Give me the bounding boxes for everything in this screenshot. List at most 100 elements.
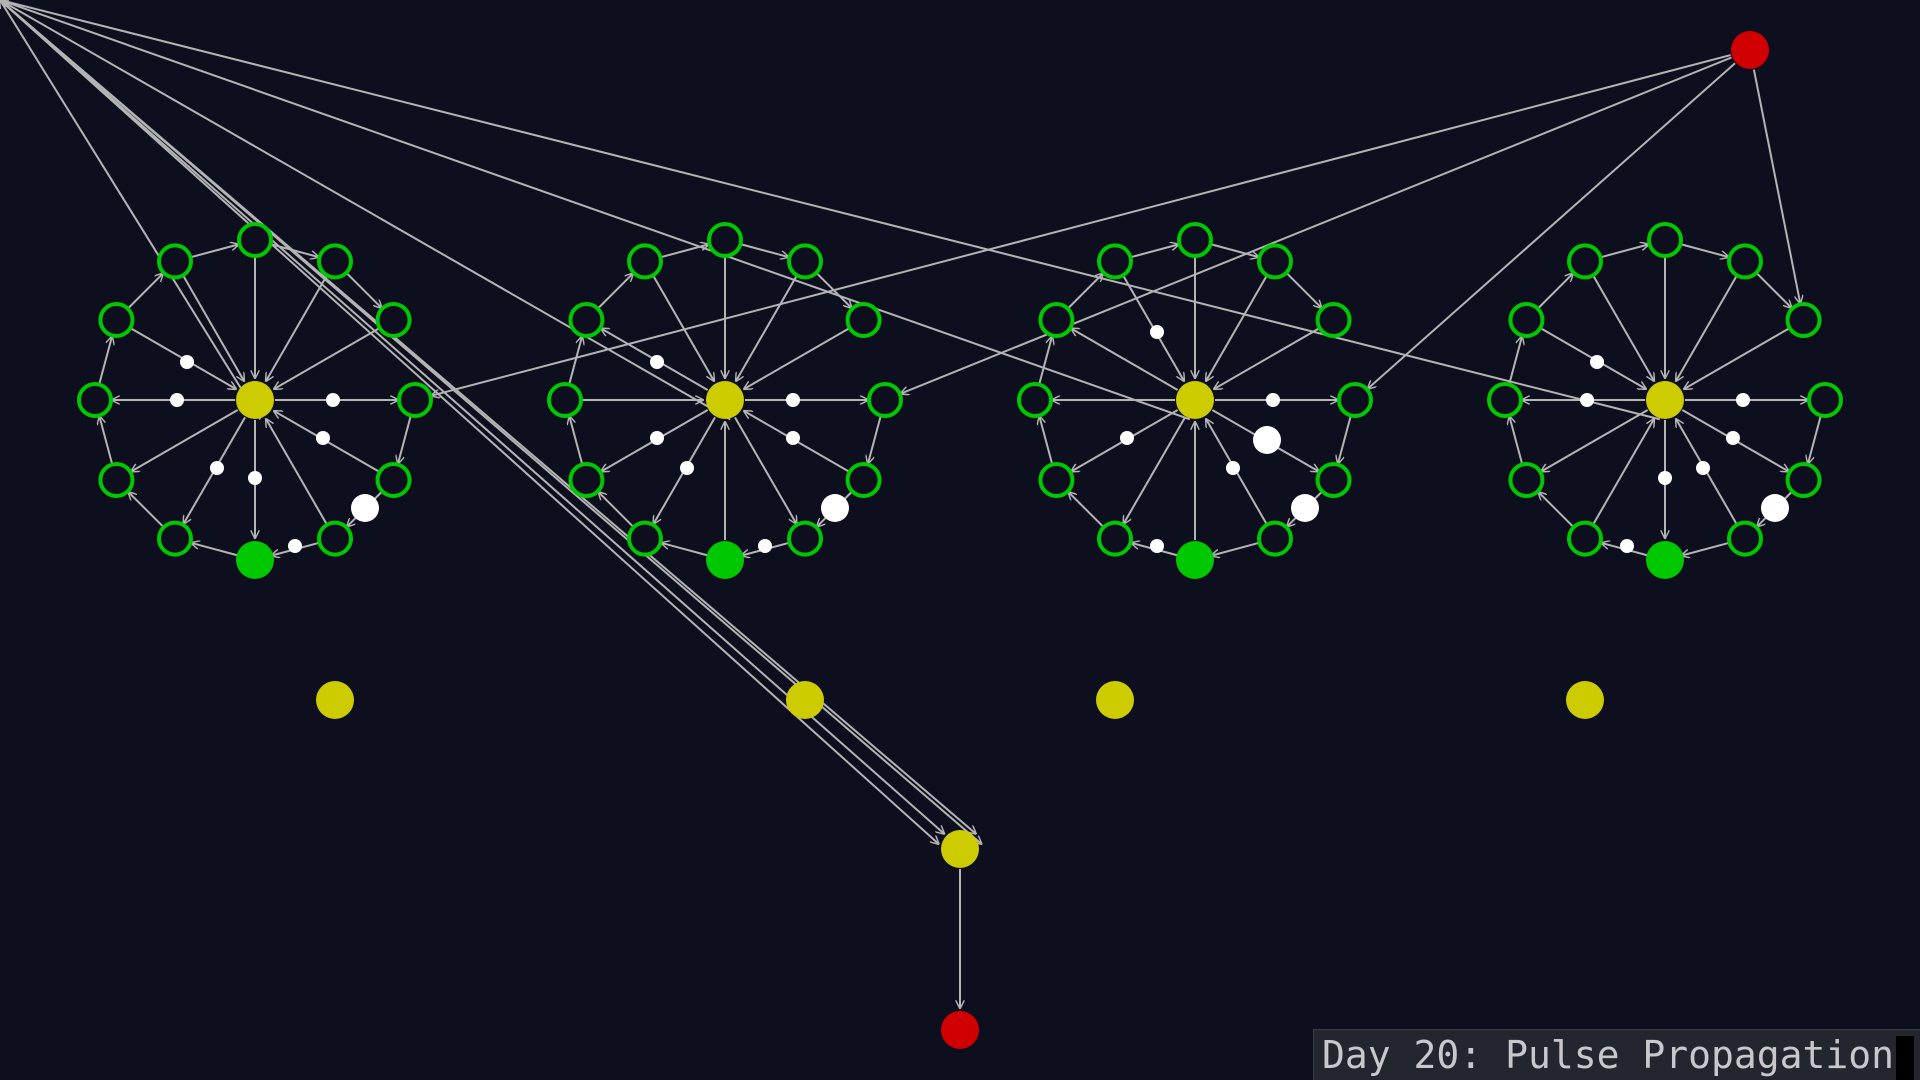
chain-edge bbox=[1068, 492, 1106, 529]
edges-layer bbox=[0, 0, 1823, 1008]
flip-flop-node bbox=[1647, 222, 1683, 258]
flip-flop-node bbox=[707, 222, 743, 258]
pulse-dot bbox=[1736, 393, 1750, 407]
inverter-node bbox=[316, 681, 354, 719]
pulse-dot bbox=[1150, 325, 1164, 339]
conjunction-hub-node bbox=[1176, 381, 1214, 419]
inverter-to-collector-edge bbox=[0, 0, 981, 844]
pulse-dot bbox=[288, 539, 302, 553]
flip-flop-node bbox=[77, 382, 113, 418]
output-node bbox=[941, 1011, 979, 1049]
flip-flop-node bbox=[1646, 541, 1684, 579]
pulse-dot bbox=[1590, 355, 1604, 369]
broadcaster-node bbox=[1731, 31, 1769, 69]
pulse-dot bbox=[1696, 461, 1710, 475]
broadcast-edge bbox=[1368, 62, 1736, 388]
chain-edge bbox=[128, 492, 166, 529]
inverter-node bbox=[1096, 681, 1134, 719]
inverter-to-collector-edge bbox=[0, 0, 939, 844]
flip-flop-node bbox=[706, 541, 744, 579]
collector-node bbox=[941, 830, 979, 868]
hub-to-inverter-edge bbox=[0, 0, 731, 421]
flip-flop-node bbox=[1508, 462, 1545, 498]
flip-flop-node bbox=[1567, 243, 1603, 280]
ring-to-hub-edge bbox=[181, 273, 245, 381]
broadcast-edge bbox=[1752, 69, 1800, 304]
flip-flop-node bbox=[1257, 243, 1293, 280]
chain-edge bbox=[598, 492, 636, 529]
chain-edge bbox=[189, 244, 238, 259]
pulse-dot bbox=[1226, 461, 1240, 475]
chain-edge bbox=[868, 414, 883, 463]
chain-edge bbox=[398, 414, 413, 463]
conjunction-hub-node bbox=[1646, 381, 1684, 419]
pulse-dot bbox=[1726, 431, 1740, 445]
flip-flop-node bbox=[98, 302, 135, 338]
chain-edge bbox=[1507, 336, 1522, 386]
flip-flop-node bbox=[98, 462, 135, 498]
ring-to-hub-edge bbox=[274, 326, 382, 390]
ring-to-hub-edge bbox=[266, 273, 329, 381]
flip-flop-node bbox=[568, 462, 605, 498]
conjunction-hub-node bbox=[236, 381, 274, 419]
chain-edge bbox=[1066, 273, 1103, 311]
pulse-dot bbox=[248, 471, 262, 485]
caption-text: Day 20: Pulse Propagation bbox=[1322, 1033, 1894, 1077]
ring-to-hub-edge bbox=[1684, 326, 1792, 390]
chain-edge bbox=[596, 273, 633, 311]
flip-flop-node bbox=[1176, 541, 1214, 579]
text-cursor bbox=[1896, 1036, 1914, 1080]
flip-flop-node bbox=[317, 243, 353, 280]
ring-to-hub-edge bbox=[1591, 419, 1655, 527]
pulse-dot bbox=[1150, 539, 1164, 553]
flip-flop-node bbox=[397, 382, 433, 418]
chain-edge bbox=[1039, 416, 1054, 466]
pulse-dot bbox=[326, 393, 340, 407]
broadcast-edge bbox=[431, 54, 1731, 396]
pulse-dot bbox=[316, 431, 330, 445]
pulse-dot bbox=[650, 355, 664, 369]
chain-edge bbox=[1754, 271, 1792, 308]
flip-flop-node bbox=[845, 462, 882, 498]
flip-flop-node bbox=[1727, 520, 1763, 557]
flip-flop-node bbox=[845, 302, 882, 338]
caption-banner: Day 20: Pulse Propagation bbox=[1313, 1029, 1920, 1080]
pulse-dot bbox=[680, 461, 694, 475]
flip-flop-node bbox=[1038, 302, 1075, 338]
conjunction-hub-node bbox=[706, 381, 744, 419]
chain-edge bbox=[569, 416, 584, 466]
ring-to-hub-edge bbox=[1206, 273, 1269, 381]
flip-flop-node bbox=[627, 243, 663, 280]
hub-to-ring-edge bbox=[1124, 416, 1186, 524]
flip-flop-node bbox=[1567, 520, 1603, 557]
chain-edge bbox=[1209, 242, 1258, 257]
inverter-node bbox=[1566, 681, 1604, 719]
pulse-dot bbox=[1580, 393, 1594, 407]
chain-edge bbox=[1037, 336, 1052, 386]
chain-edge bbox=[739, 242, 788, 257]
chain-edge bbox=[1536, 273, 1573, 311]
flip-flop-node bbox=[317, 520, 353, 557]
chain-edge bbox=[1681, 541, 1731, 555]
chain-edge bbox=[661, 543, 711, 558]
chain-edge bbox=[344, 271, 382, 308]
flip-flop-node bbox=[1315, 462, 1352, 498]
ring-to-hub-edge bbox=[266, 419, 329, 527]
pulse-dot bbox=[1291, 494, 1319, 522]
pulses-layer bbox=[170, 325, 1789, 553]
chain-edge bbox=[1538, 492, 1576, 529]
inverter-node bbox=[786, 681, 824, 719]
flip-flop-node bbox=[237, 222, 273, 258]
chain-edge bbox=[1599, 244, 1648, 259]
flip-flop-node bbox=[787, 243, 823, 280]
ring-to-hub-edge bbox=[651, 273, 715, 381]
chain-edge bbox=[1338, 414, 1353, 463]
nodes-layer bbox=[77, 31, 1843, 1049]
flip-flop-node bbox=[375, 462, 412, 498]
pulse-dot bbox=[786, 431, 800, 445]
chain-edge bbox=[97, 336, 112, 386]
flip-flop-node bbox=[1038, 462, 1075, 498]
pulse-dot bbox=[1120, 431, 1134, 445]
hub-to-ring-edge bbox=[131, 409, 239, 472]
